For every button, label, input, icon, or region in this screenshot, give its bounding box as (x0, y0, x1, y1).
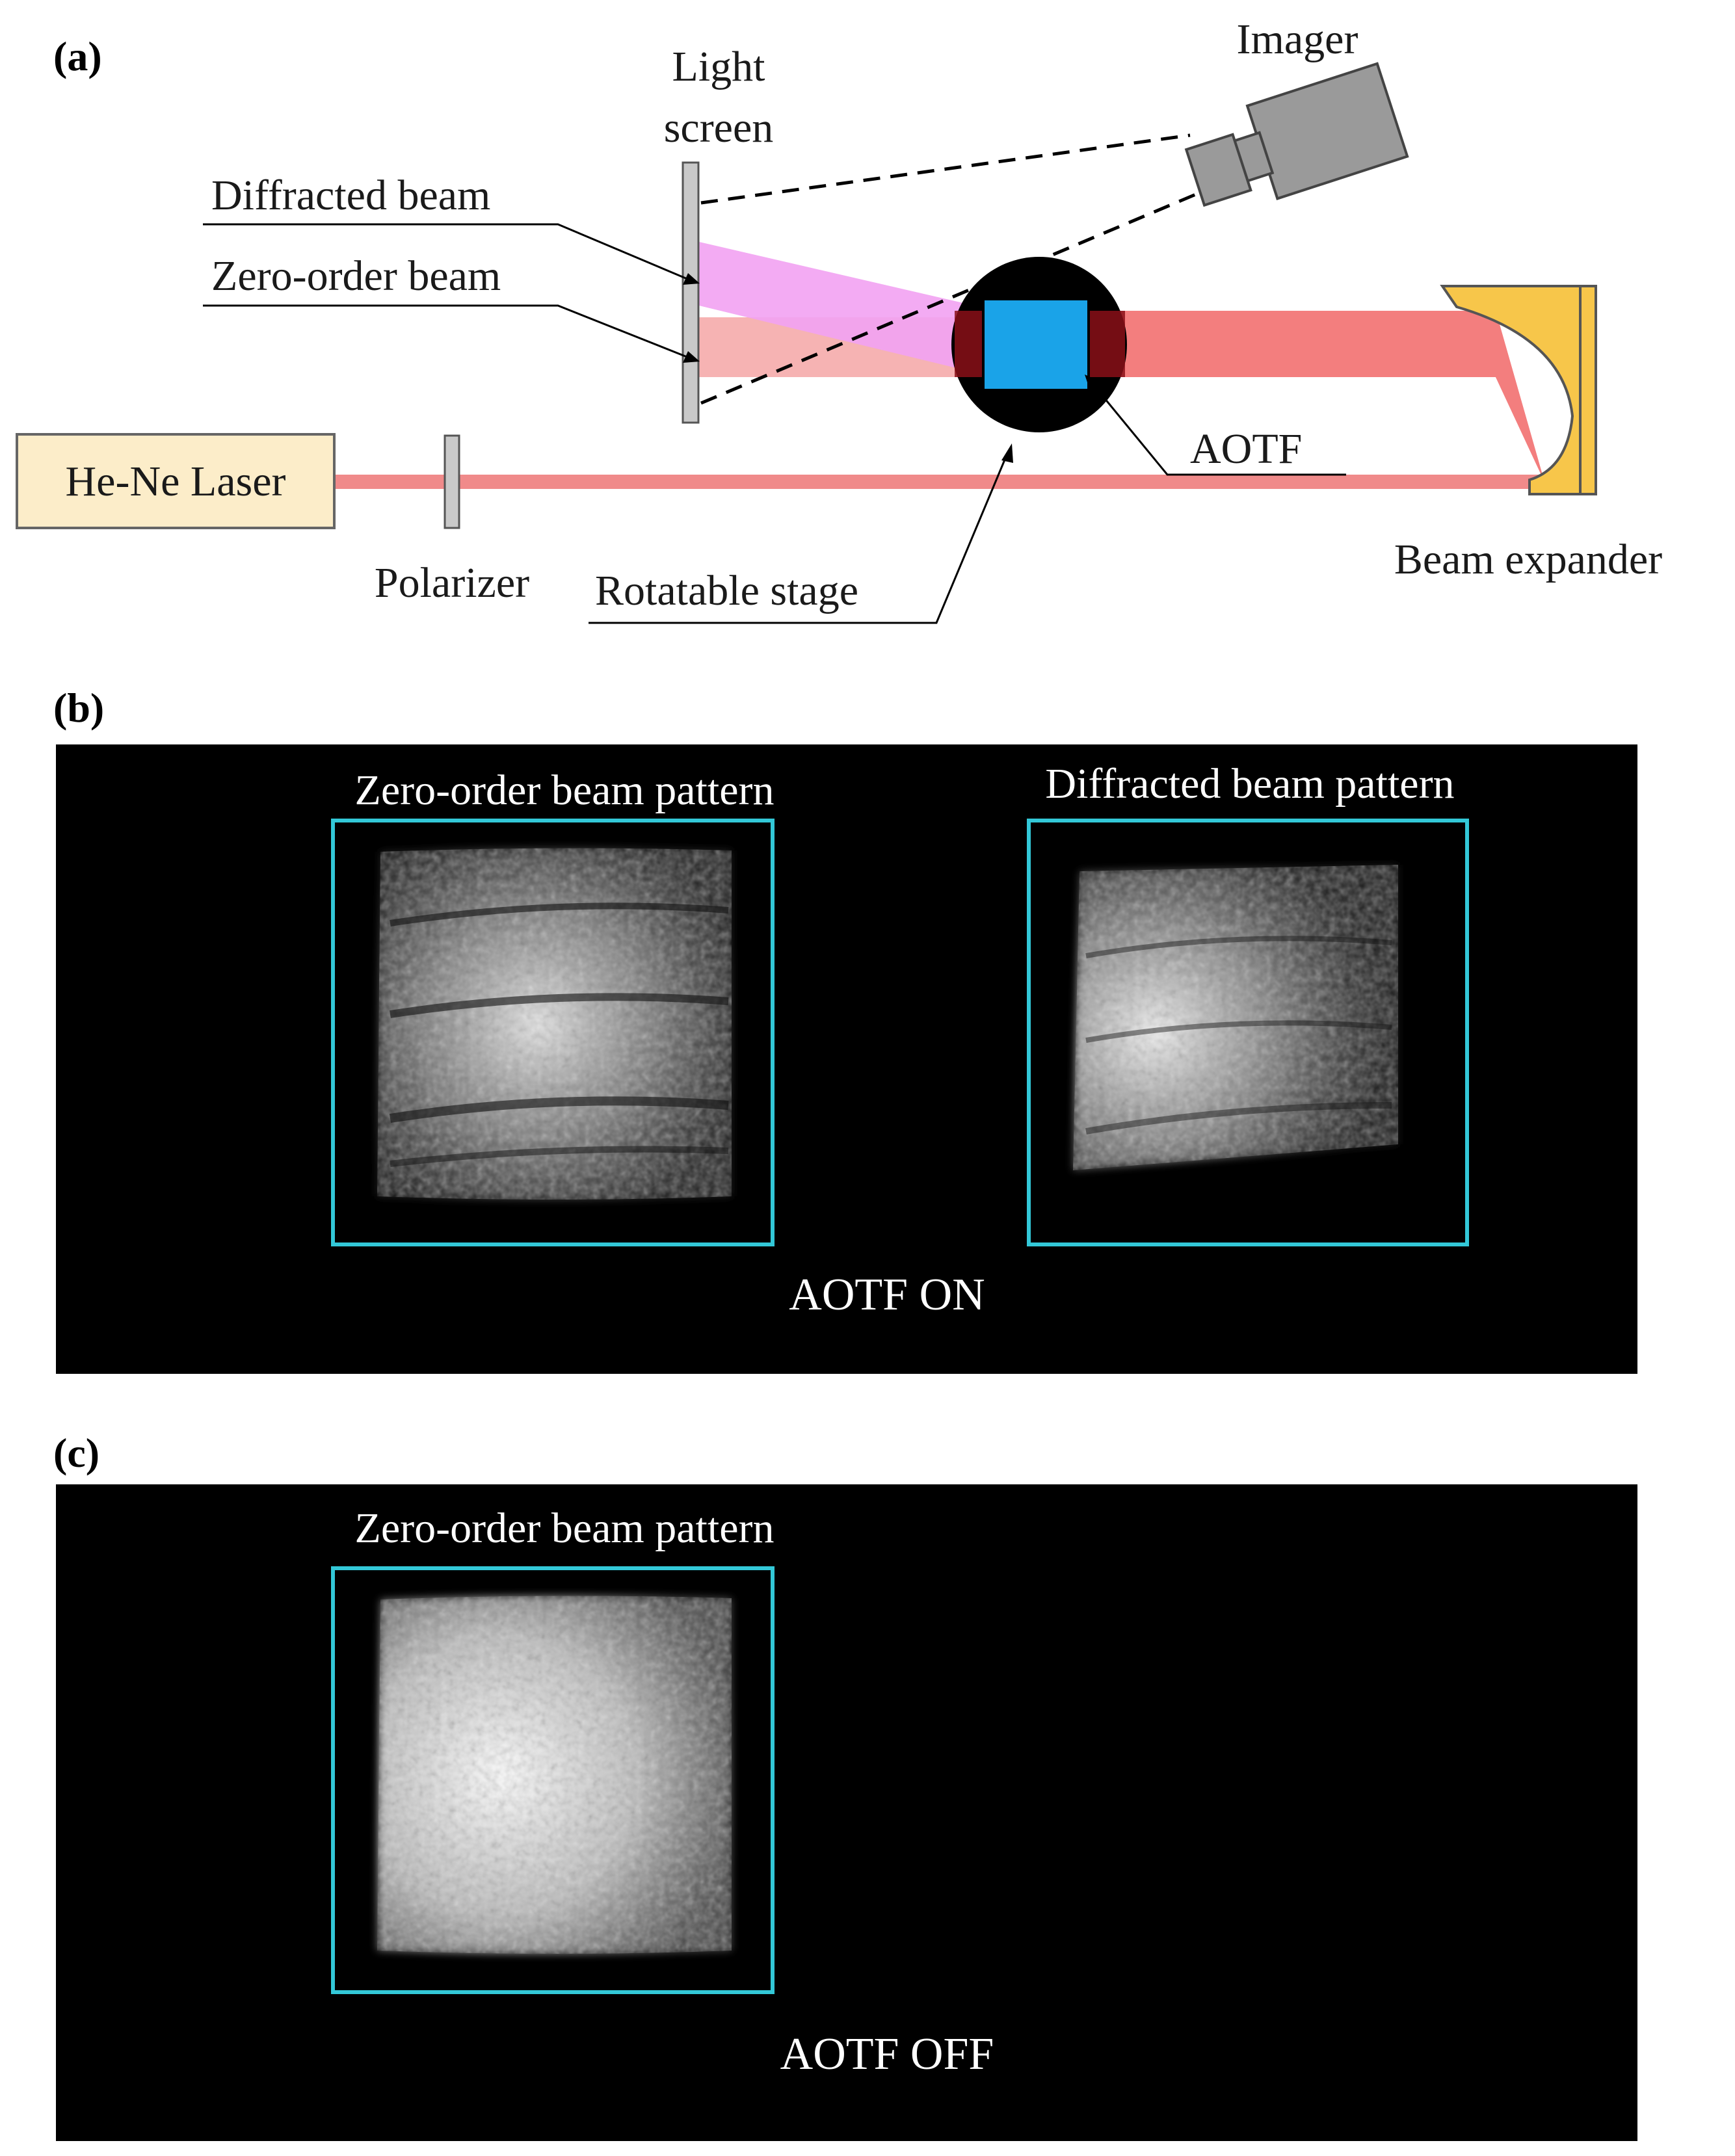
zero-order-beam-arrowhead (683, 351, 700, 363)
diffracted-beam-label: Diffracted beam (211, 172, 490, 219)
aotf-crystal (982, 298, 1090, 391)
light-screen (682, 161, 700, 424)
zero-order-pattern-off (377, 1596, 732, 1954)
panel-b: (b) Zero-order beam pattern Diffracted b… (53, 685, 1637, 1374)
beam-expander-label: Beam expander (1394, 536, 1662, 583)
aotf-leader (1091, 383, 1346, 476)
panel-c: (c) Zero-order beam pattern AOTF OFF (53, 1430, 1637, 2141)
camera-icon (1184, 62, 1409, 207)
aotf-arrowhead (1085, 375, 1099, 390)
zero-order-frame-on (331, 819, 775, 1246)
diffracted-beam-arrowhead (683, 273, 700, 285)
rotatable-stage-label: Rotatable stage (595, 567, 858, 614)
zero-order-pattern-title-on: Zero-order beam pattern (355, 767, 775, 814)
diffracted-frame-on (1027, 819, 1469, 1246)
rotatable-stage-arrowhead (1001, 443, 1013, 463)
laser-box (16, 433, 336, 529)
zero-order-frame-off (331, 1566, 775, 1994)
zero-order-pattern-on (377, 848, 732, 1200)
panel-a-label: (a) (53, 33, 102, 79)
polarizer-label: Polarizer (375, 559, 529, 607)
imager-label: Imager (1237, 16, 1358, 63)
zero-order-beam-label: Zero-order beam (211, 252, 501, 300)
expanded-beam (1047, 311, 1544, 482)
aotf-on-status: AOTF ON (789, 1270, 985, 1320)
panel-b-label: (b) (53, 685, 104, 731)
panel-c-label: (c) (53, 1430, 99, 1476)
zero-order-beam-leader (203, 304, 693, 360)
panel-a: (a) He-Ne Laser (16, 16, 1662, 624)
diffracted-beam-leader (203, 223, 693, 282)
light-screen-label-2: screen (664, 104, 774, 151)
laser-label: He-Ne Laser (66, 458, 286, 505)
zero-order-pattern-title-off: Zero-order beam pattern (355, 1505, 775, 1552)
rotatable-stage-leader (589, 454, 1008, 624)
beam-expander (1440, 285, 1597, 495)
expander-reflection (1496, 311, 1544, 482)
imager-sightline-top (700, 133, 1191, 205)
aotf-off-status: AOTF OFF (780, 2029, 994, 2079)
diffracted-pattern-on (1073, 865, 1398, 1170)
diffracted-pattern-title-on: Diffracted beam pattern (1045, 760, 1454, 808)
polarizer (444, 434, 460, 529)
imager-sightline-bottom (700, 187, 1210, 405)
aotf-label: AOTF (1190, 425, 1302, 473)
diffracted-beam-path (699, 242, 1031, 376)
light-screen-label-1: Light (672, 43, 765, 90)
laser-beam (335, 475, 1544, 489)
panel-c-background (56, 1484, 1637, 2141)
